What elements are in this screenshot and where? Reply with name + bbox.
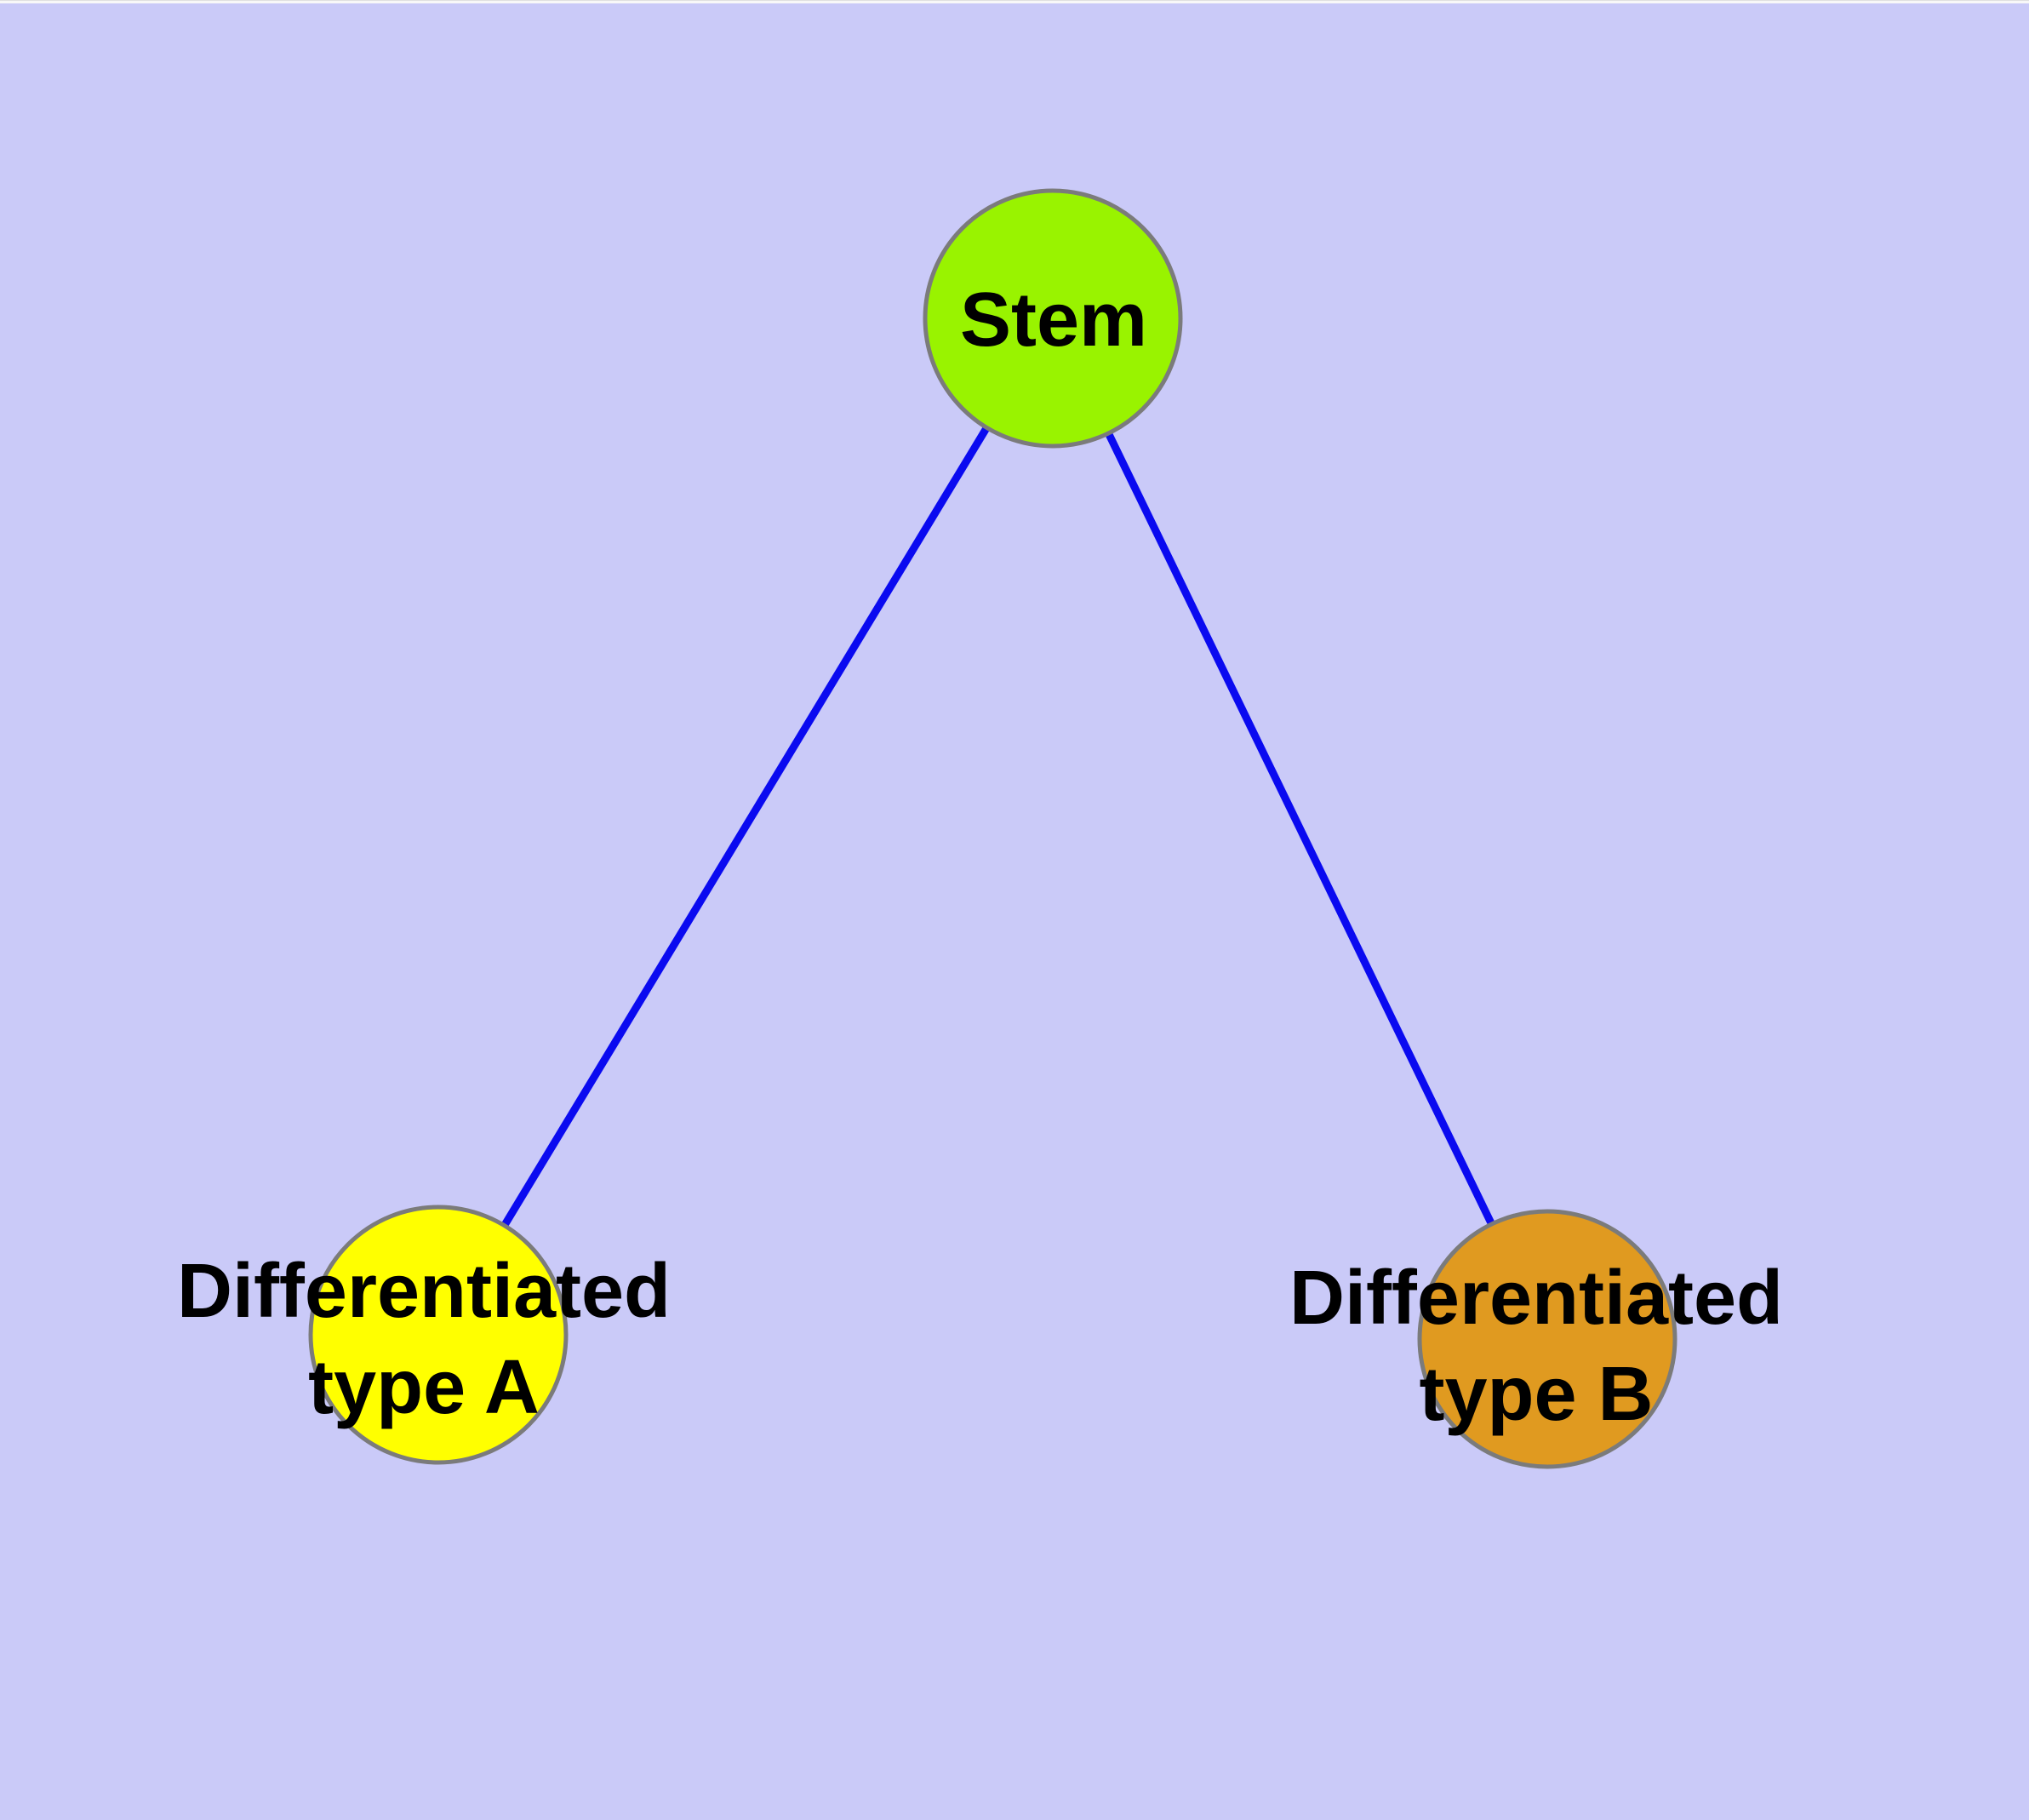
node-type-b-label-line2: type B [1419, 1352, 1653, 1437]
node-stem [923, 188, 1183, 449]
node-differentiated-type-a [308, 1205, 569, 1465]
node-stem-label: Stem [960, 278, 1147, 363]
edge-stem-to-type-a [435, 316, 1056, 1337]
node-differentiated-type-b [1417, 1209, 1677, 1469]
node-type-b-label-line1: Differentiated [1289, 1256, 1783, 1341]
node-type-a-label-line1: Differentiated [177, 1249, 671, 1334]
node-type-a-label-line2: type A [308, 1345, 540, 1430]
edge-stem-to-type-b [1049, 317, 1552, 1341]
canvas-top-edge [0, 0, 2029, 3]
